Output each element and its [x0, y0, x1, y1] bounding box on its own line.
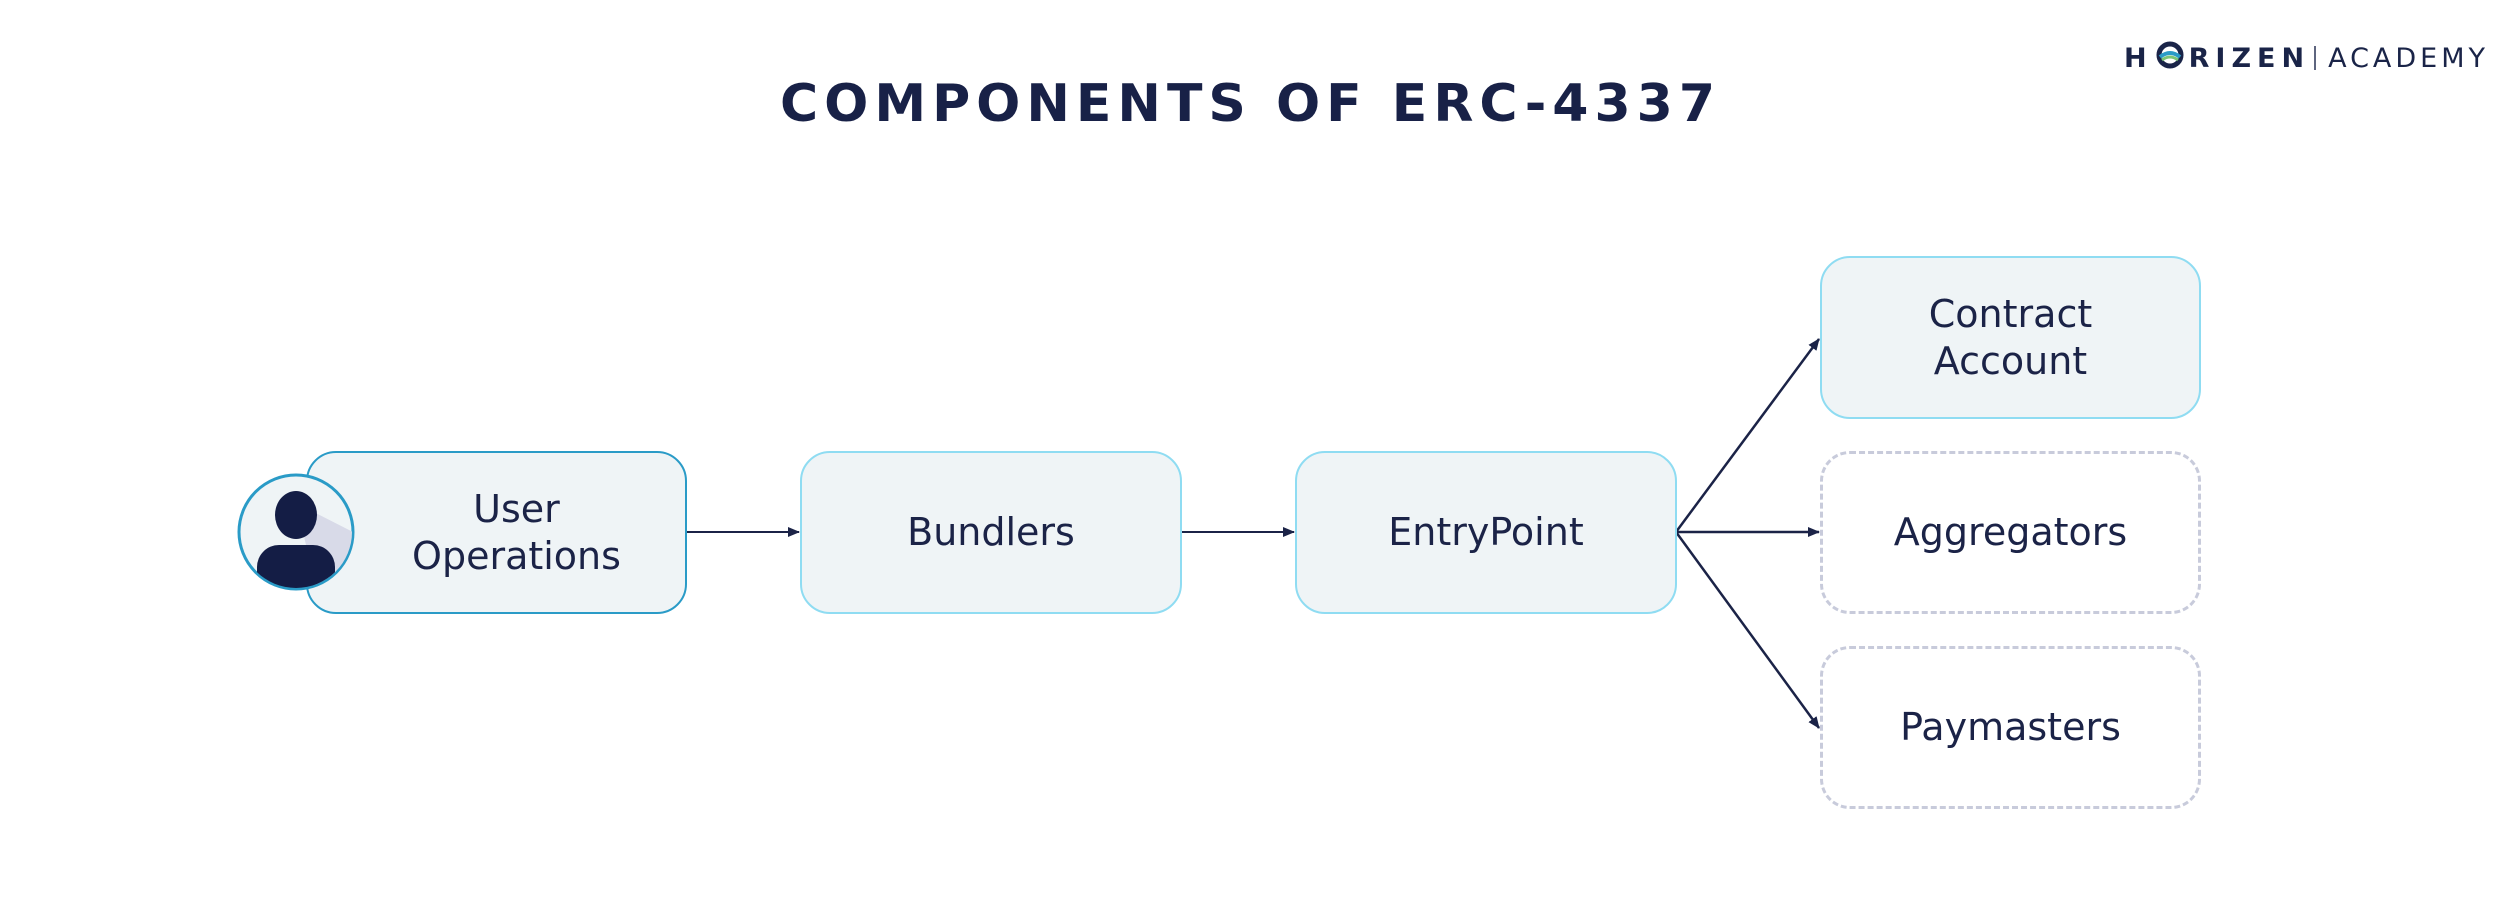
logo-text-academy: ACADEMY [2328, 42, 2490, 74]
horizen-academy-logo: H RIZEN ACADEMY [2124, 40, 2489, 76]
node-entrypoint: EntryPoint [1295, 451, 1677, 614]
node-contract-account-line2: Account [1933, 338, 2088, 383]
node-entrypoint-label: EntryPoint [1388, 510, 1584, 555]
node-bundlers: Bundlers [800, 451, 1182, 614]
user-avatar-icon [237, 473, 355, 591]
logo-text-left: H [2124, 42, 2153, 74]
node-user-operations-line2: Operations [412, 533, 621, 578]
node-aggregators-label: Aggregators [1893, 510, 2128, 555]
node-contract-account: Contract Account [1820, 256, 2201, 419]
page-title: COMPONENTS OF ERC-4337 [779, 74, 1722, 134]
logo-separator [2314, 46, 2317, 70]
node-paymasters-label: Paymasters [1900, 705, 2121, 750]
node-contract-account-line1: Contract [1928, 292, 2093, 337]
node-bundlers-label: Bundlers [907, 510, 1075, 555]
node-paymasters: Paymasters [1820, 646, 2201, 809]
node-user-operations: User Operations [306, 451, 687, 614]
node-user-operations-line1: User [473, 487, 560, 532]
arrow-entrypoint-to-paymasters [1674, 531, 1821, 729]
node-aggregators: Aggregators [1820, 451, 2201, 614]
arrow-entrypoint-to-contract-account [1674, 338, 1821, 533]
logo-o-icon [2155, 40, 2185, 77]
logo-text-right: RIZEN [2188, 42, 2311, 74]
